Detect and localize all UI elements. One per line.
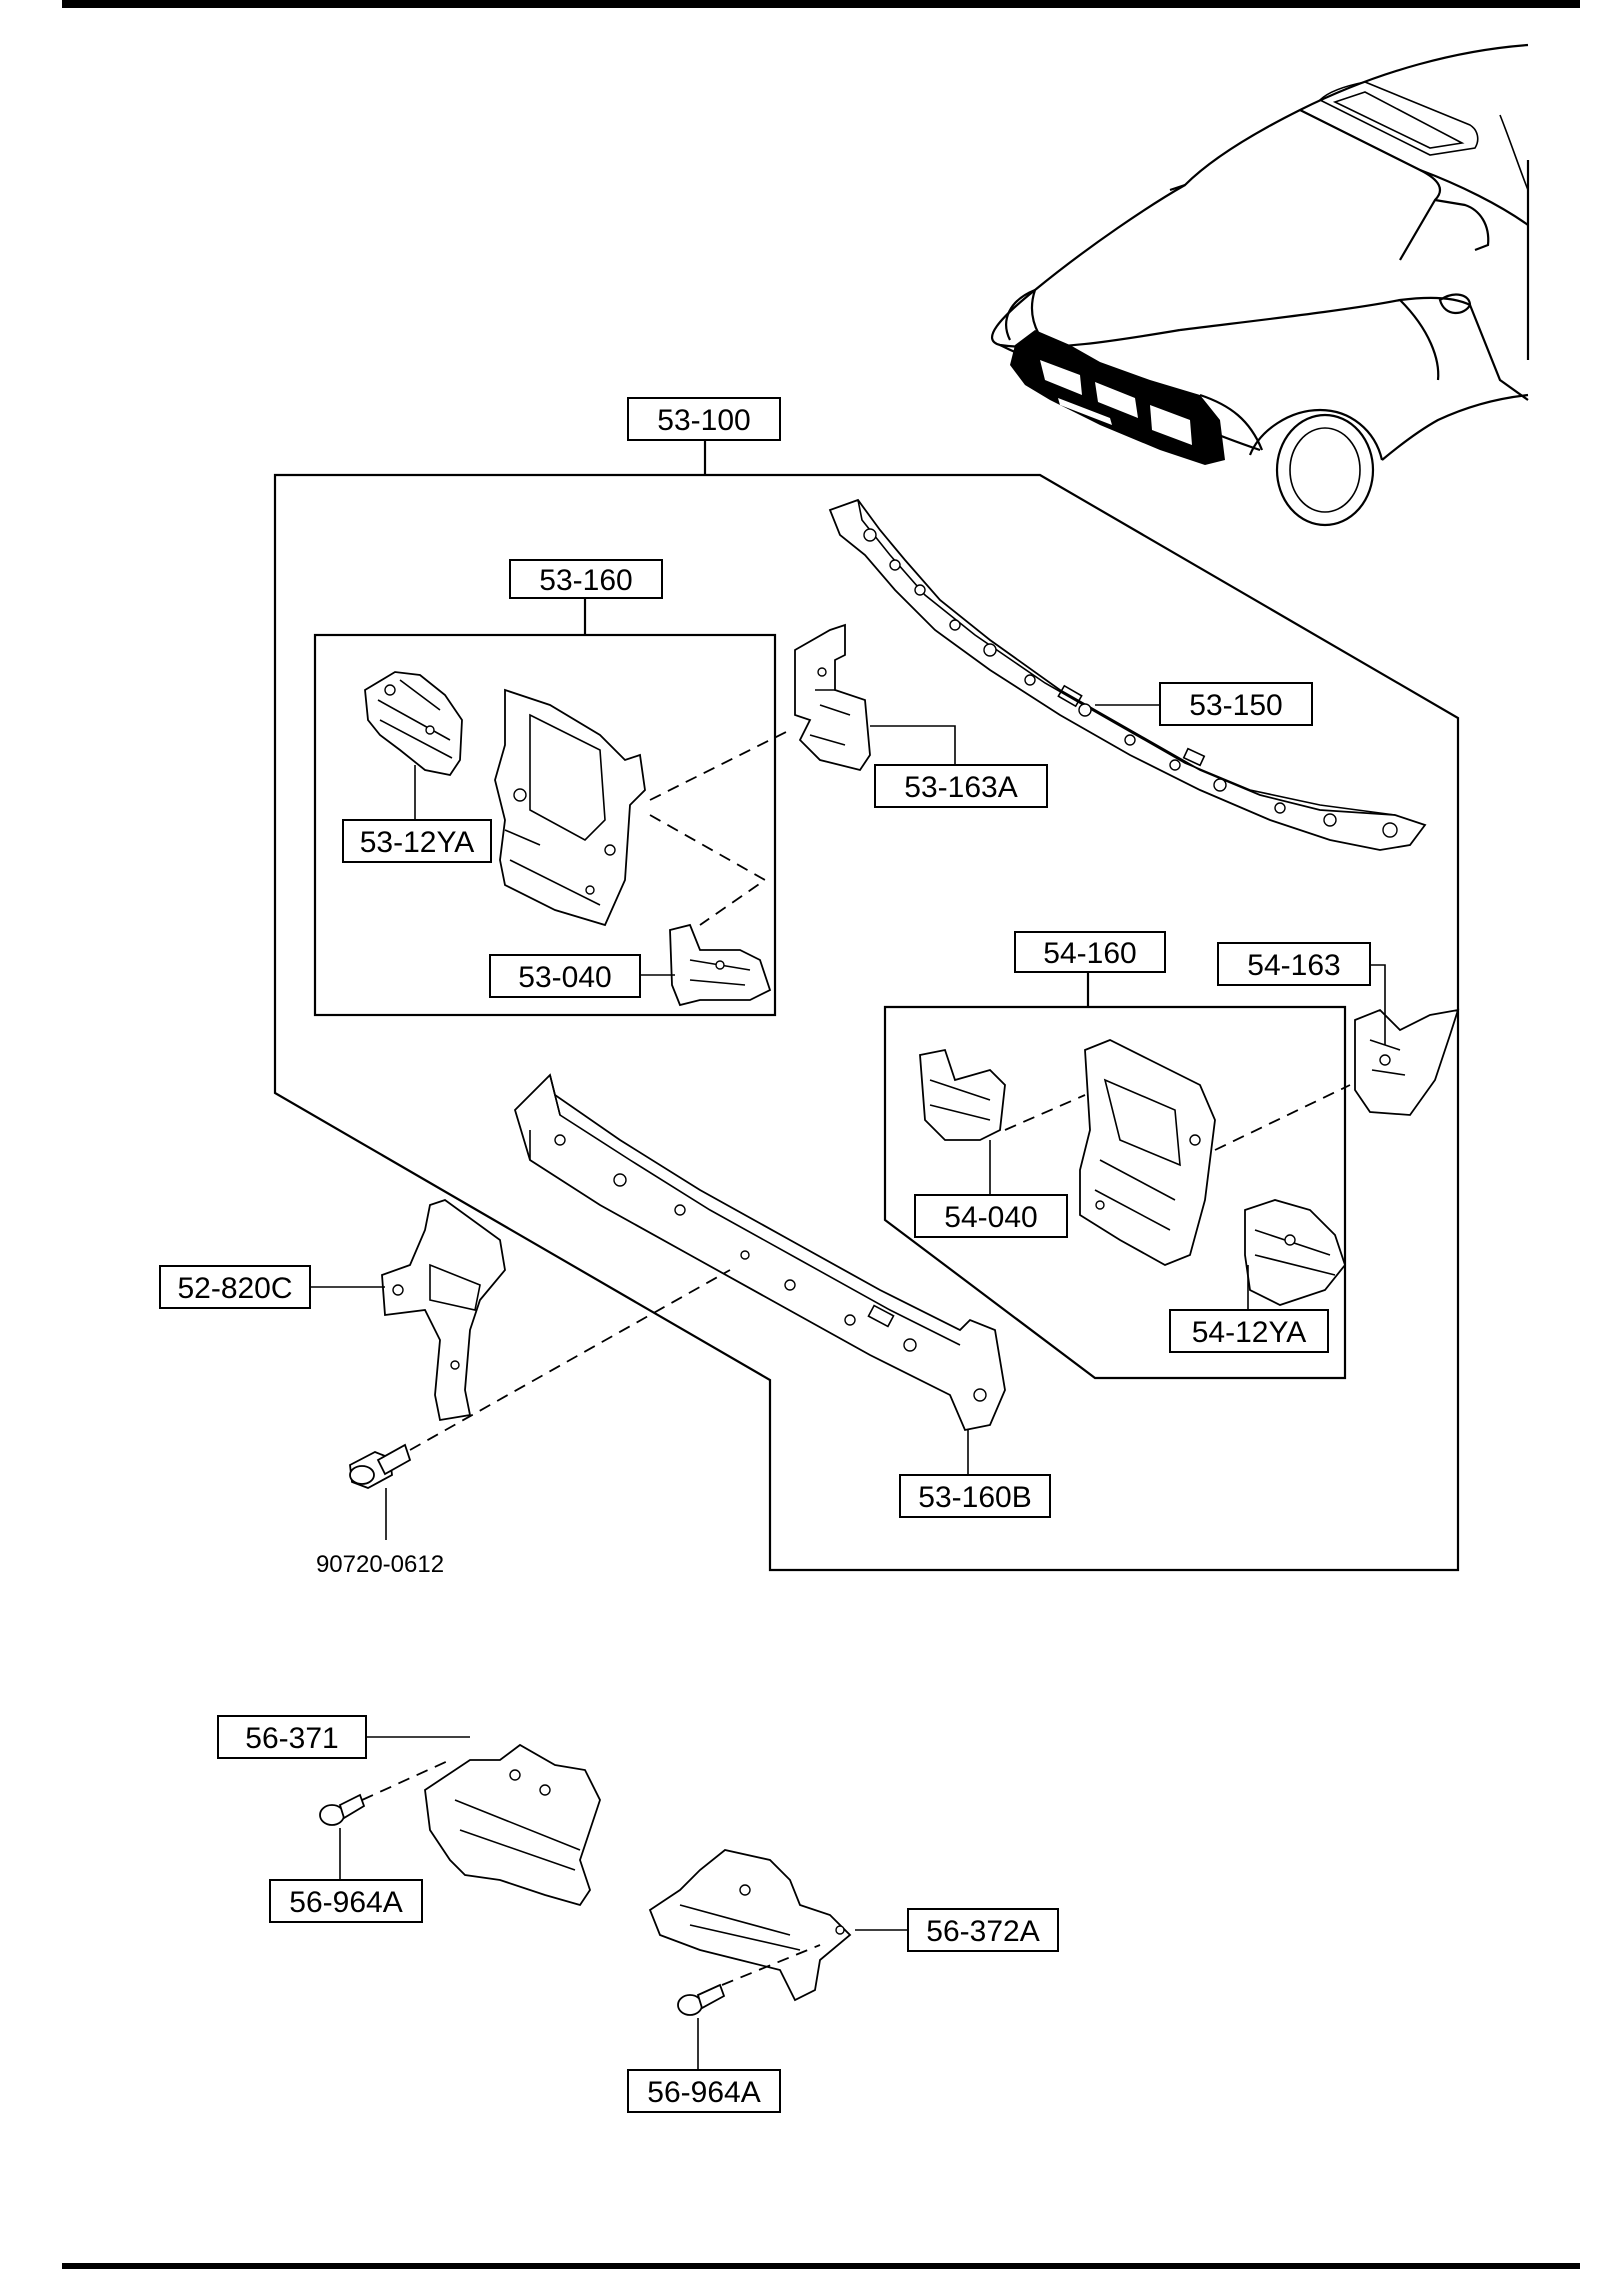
lh-reinf-part: [1244, 1199, 1347, 1306]
hood-lock-bracket-part: [381, 1198, 506, 1422]
lh-cover-part: [648, 1849, 852, 2002]
rh-cover-part: [424, 1743, 601, 1907]
label-53-12YA: 53-12YA: [342, 819, 492, 863]
rh-bracket-part: [794, 623, 871, 772]
rh-panel-box: [313, 633, 777, 1017]
label-54-160: 54-160: [1014, 931, 1166, 973]
label-54-163: 54-163: [1217, 942, 1371, 986]
label-53-163A: 53-163A: [874, 764, 1048, 808]
svg-text:53-160B: 53-160B: [918, 1481, 1031, 1514]
svg-text:56-964A: 56-964A: [289, 1886, 402, 1919]
label-90720-0612: 90720-0612: [316, 1551, 444, 1578]
rh-stay-part: [669, 923, 772, 1007]
svg-text:54-040: 54-040: [944, 1201, 1037, 1234]
lh-panel-box: [883, 1005, 1347, 1380]
label-53-100: 53-100: [627, 397, 781, 441]
lh-stay-part: [919, 1048, 1006, 1141]
label-56-372A: 56-372A: [907, 1908, 1059, 1952]
label-53-160: 53-160: [509, 559, 663, 599]
label-56-964A-lower: 56-964A: [627, 2069, 781, 2113]
label-54-040: 54-040: [914, 1194, 1068, 1238]
svg-text:53-100: 53-100: [657, 404, 750, 437]
lh-panel-part: [1079, 1039, 1216, 1266]
rh-screw-part: [319, 1793, 366, 1826]
svg-text:53-150: 53-150: [1189, 689, 1282, 722]
lh-screw-part: [677, 1983, 726, 2016]
svg-text:90720-0612: 90720-0612: [316, 1551, 444, 1578]
assembly-outline: [273, 473, 1460, 1572]
label-53-150: 53-150: [1159, 682, 1313, 726]
svg-text:54-12YA: 54-12YA: [1192, 1316, 1307, 1349]
svg-text:54-160: 54-160: [1043, 937, 1136, 970]
svg-text:56-371: 56-371: [245, 1722, 338, 1755]
svg-text:54-163: 54-163: [1247, 949, 1340, 982]
svg-text:53-163A: 53-163A: [904, 771, 1017, 804]
svg-text:53-160: 53-160: [539, 564, 632, 597]
label-54-12YA: 54-12YA: [1169, 1309, 1329, 1353]
label-56-964A-upper: 56-964A: [269, 1879, 423, 1923]
label-52-820C: 52-820C: [159, 1265, 311, 1309]
svg-text:53-12YA: 53-12YA: [360, 826, 475, 859]
svg-text:52-820C: 52-820C: [177, 1272, 292, 1305]
svg-text:56-964A: 56-964A: [647, 2076, 760, 2109]
upper-member-part: [828, 498, 1427, 851]
bolt-part: [349, 1443, 412, 1489]
svg-text:53-040: 53-040: [518, 961, 611, 994]
label-53-160B: 53-160B: [899, 1474, 1051, 1518]
label-53-040: 53-040: [489, 954, 641, 998]
label-56-371: 56-371: [217, 1715, 367, 1759]
car-illustration: [991, 43, 1530, 527]
rh-panel-part: [494, 688, 646, 927]
rh-reinf-part: [364, 671, 463, 777]
lh-bracket-part: [1354, 1008, 1460, 1116]
svg-text:56-372A: 56-372A: [926, 1915, 1039, 1948]
lower-member-part: [513, 1073, 1006, 1432]
